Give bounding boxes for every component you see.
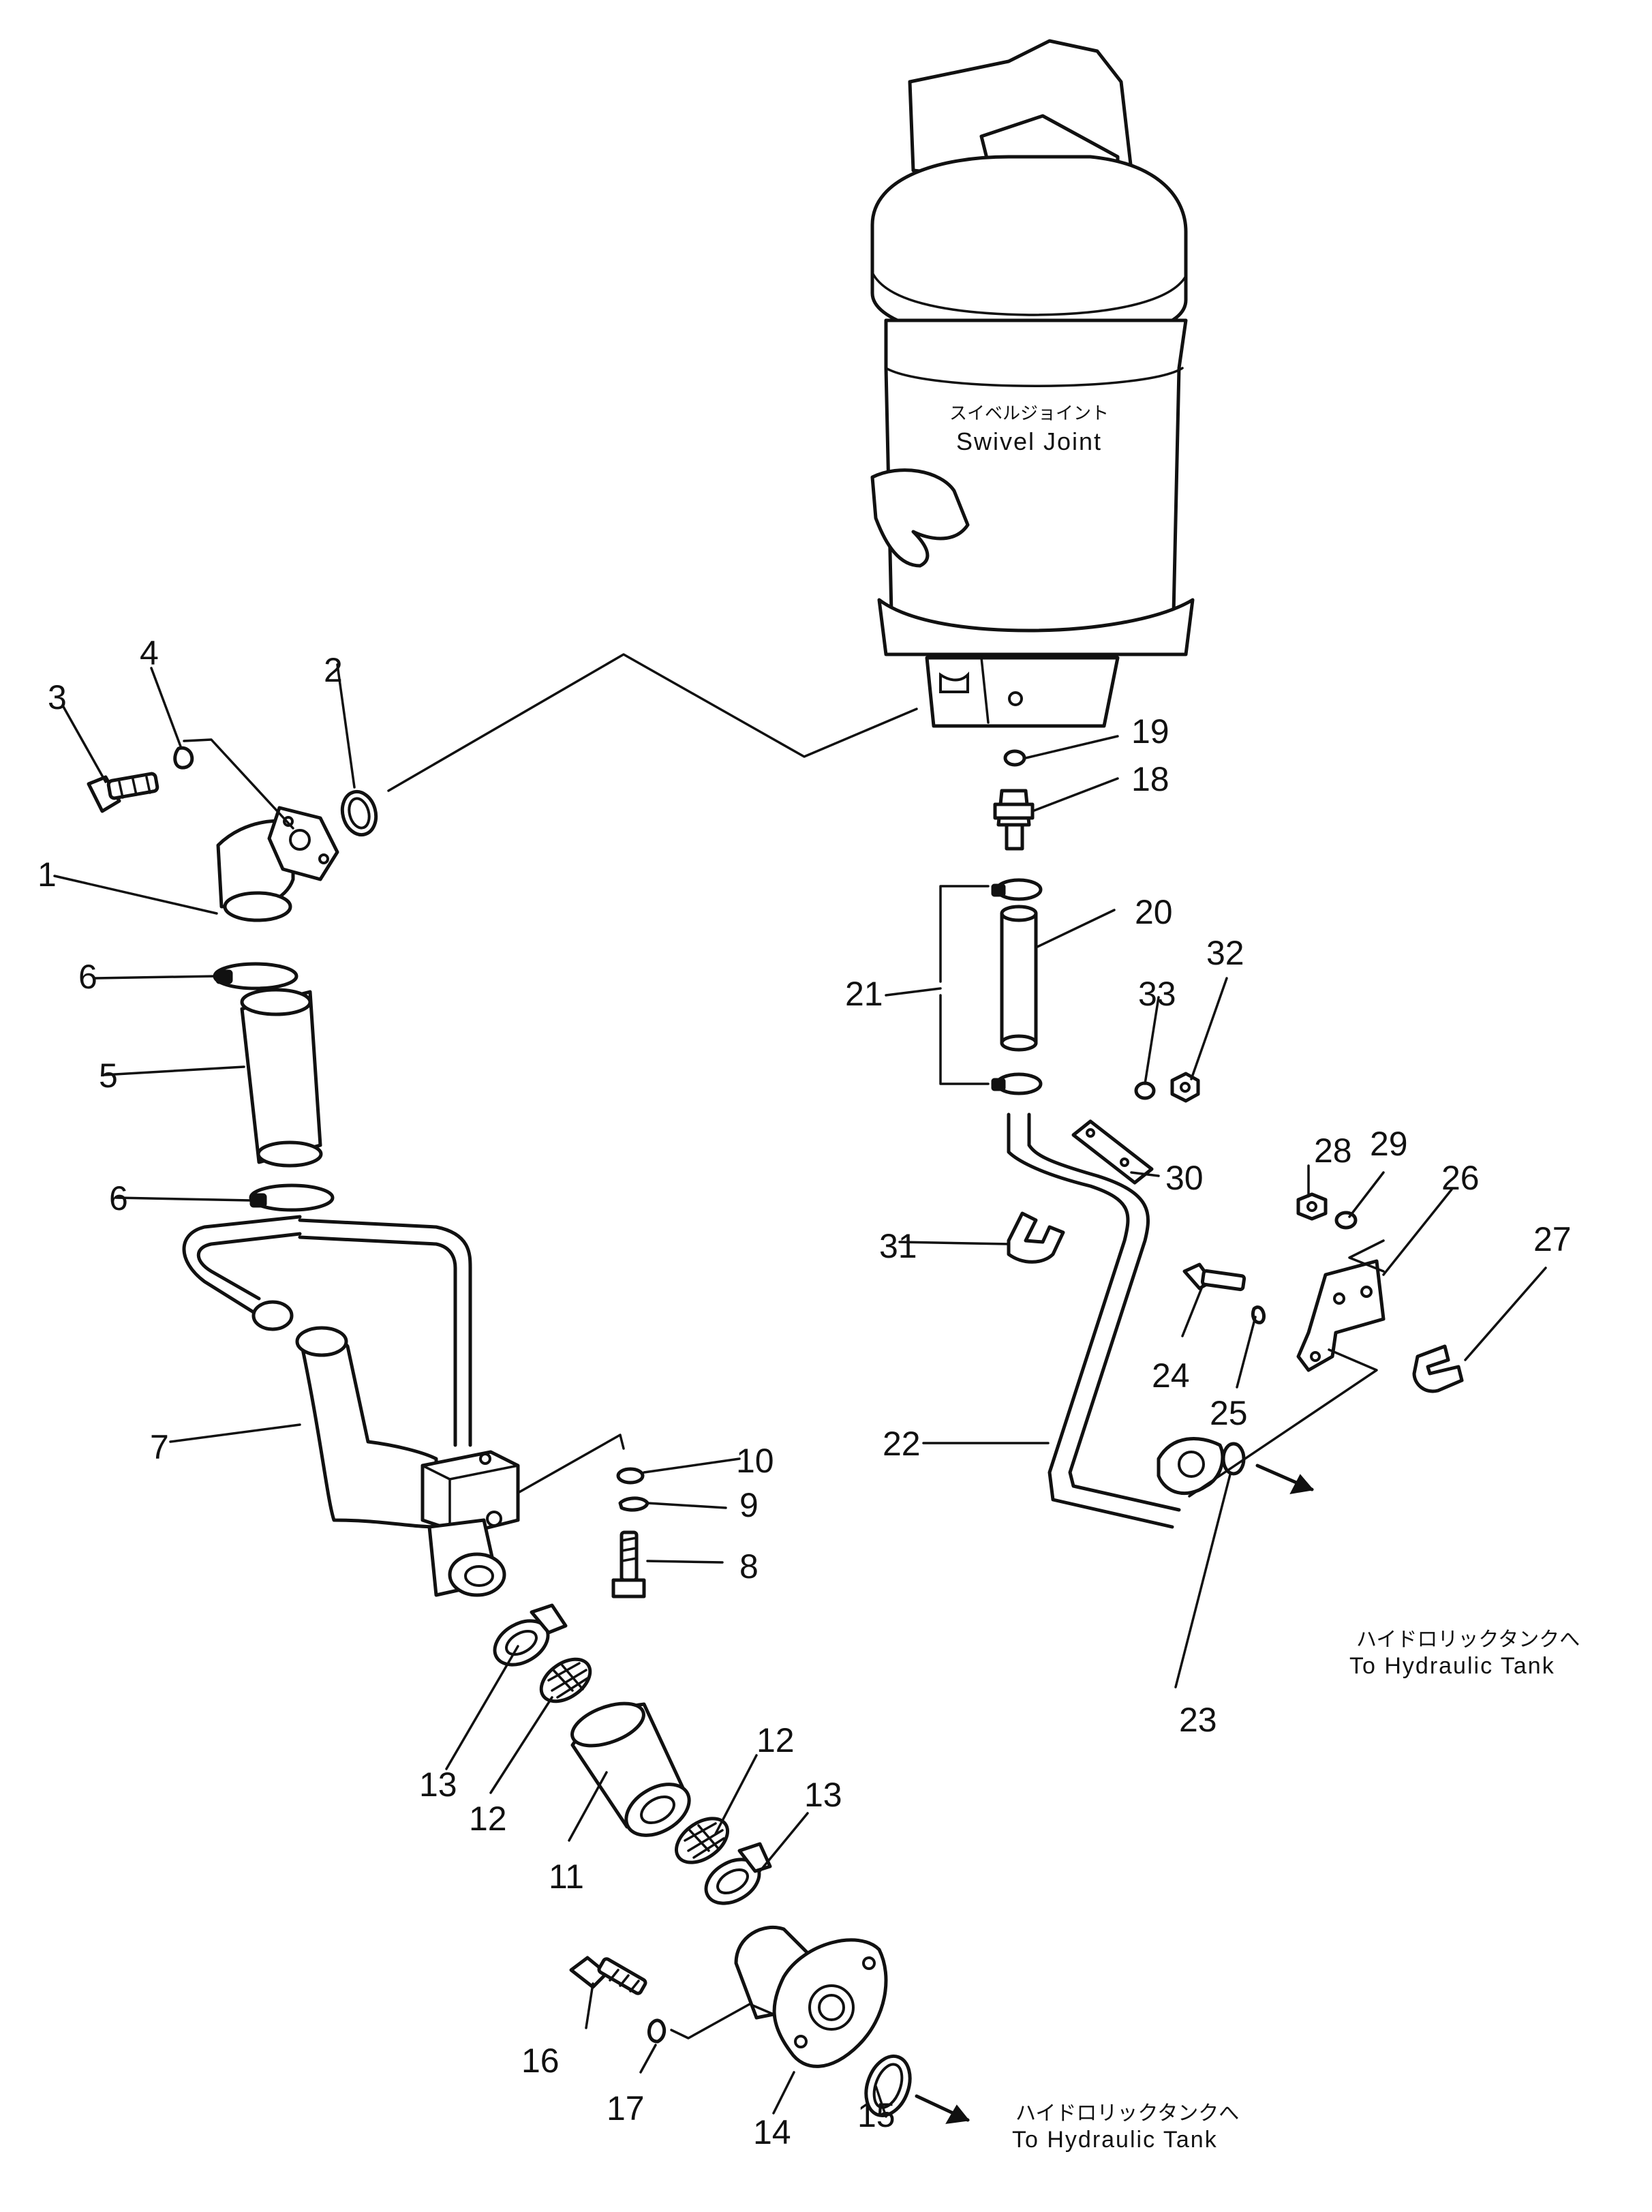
pipe-7 (182, 1215, 520, 1597)
hose-5 (240, 988, 323, 1168)
u-bolt-27 (1412, 1344, 1464, 1393)
callout-21: 21 (845, 975, 883, 1013)
clamp-13-upper (493, 1603, 568, 1667)
leader-lines (53, 663, 1547, 2118)
callout-6-lower: 6 (109, 1179, 128, 1217)
callout-24: 24 (1152, 1357, 1190, 1395)
callout-13-right: 13 (804, 1776, 842, 1814)
arrow-to-tank-upper (1255, 1464, 1314, 1494)
elbow-1 (216, 806, 339, 922)
swivel-joint: スイベルジョイント Swivel Joint (870, 39, 1195, 728)
hose-clamp-21-upper (991, 878, 1043, 901)
hose-20 (1000, 905, 1038, 1052)
hose-clamp-6-upper (213, 962, 299, 990)
washer-29 (1334, 1211, 1358, 1230)
destination-lower-jp: ハイドロリックタンクへ (1015, 2102, 1239, 2125)
bracket-30 (1071, 1119, 1154, 1185)
callout-22: 22 (883, 1425, 921, 1463)
washer-4 (173, 746, 194, 770)
oring-23 (1221, 1442, 1246, 1476)
callout-27: 27 (1533, 1220, 1572, 1258)
callout-1: 1 (37, 855, 57, 894)
pipe-22 (1007, 1112, 1181, 1529)
component-name-jp: スイベルジョイント (949, 404, 1109, 424)
callout-5: 5 (99, 1057, 118, 1095)
callout-20: 20 (1135, 893, 1173, 931)
callout-17: 17 (607, 2089, 645, 2127)
callout-25: 25 (1210, 1394, 1248, 1432)
flange-22-end (1157, 1437, 1225, 1496)
u-bolt-31 (1007, 1211, 1065, 1264)
bolt-16 (569, 1956, 647, 1995)
clamp-13-lower (704, 1842, 772, 1905)
callout-12-right: 12 (756, 1721, 795, 1759)
callout-30: 30 (1165, 1159, 1204, 1197)
destination-lower-en: To Hydraulic Tank (1012, 2127, 1218, 2153)
lock-washer-9 (618, 1496, 649, 1512)
callout-12-left: 12 (469, 1800, 507, 1838)
callout-19: 19 (1131, 712, 1169, 751)
callout-6-upper: 6 (78, 958, 97, 996)
callout-26: 26 (1441, 1159, 1480, 1197)
destination-upper-jp: ハイドロリックタンクへ (1356, 1628, 1580, 1652)
callout-23: 23 (1179, 1701, 1217, 1739)
callout-15: 15 (857, 2096, 896, 2134)
washer-17 (647, 2018, 666, 2044)
nipple-18 (993, 789, 1035, 851)
hose-clamp-21-lower (991, 1072, 1043, 1095)
washer-33 (1134, 1081, 1156, 1100)
elbow-flange-14 (734, 1925, 888, 2068)
callout-9: 9 (739, 1486, 759, 1524)
sleeve-11 (570, 1701, 691, 1837)
mesh-12-lower (675, 1817, 729, 1864)
bolt-8 (611, 1530, 646, 1599)
arrow-to-tank-lower (915, 2094, 970, 2124)
callout-31: 31 (879, 1227, 917, 1265)
callout-33: 33 (1138, 975, 1176, 1013)
plate-26 (1296, 1259, 1386, 1372)
component-name-en: Swivel Joint (956, 427, 1102, 455)
washer-10 (616, 1467, 645, 1485)
bolt-3 (87, 772, 159, 813)
hose-clamp-6-lower (249, 1183, 335, 1212)
callout-8: 8 (739, 1547, 759, 1586)
oring-19 (1003, 749, 1026, 767)
callout-10: 10 (736, 1442, 774, 1480)
callout-28: 28 (1314, 1132, 1352, 1170)
callout-7: 7 (150, 1428, 169, 1466)
callout-18: 18 (1131, 760, 1169, 798)
callout-2: 2 (324, 651, 343, 689)
callout-16: 16 (521, 2042, 560, 2080)
callout-13-left: 13 (419, 1766, 457, 1804)
destination-upper-en: To Hydraulic Tank (1349, 1653, 1555, 1679)
callout-4: 4 (140, 634, 159, 672)
leader-swivel-to-2 (387, 653, 918, 792)
callout-29: 29 (1370, 1125, 1408, 1163)
callout-11: 11 (549, 1858, 584, 1896)
callout-32: 32 (1206, 934, 1244, 972)
mesh-12-upper (539, 1657, 592, 1703)
bolt-24 (1182, 1262, 1246, 1292)
callout-3: 3 (48, 678, 67, 716)
callout-14: 14 (753, 2113, 791, 2151)
callout-numbers: 1 2 3 4 5 6 6 7 8 9 10 11 12 12 13 13 14… (37, 634, 1572, 2151)
